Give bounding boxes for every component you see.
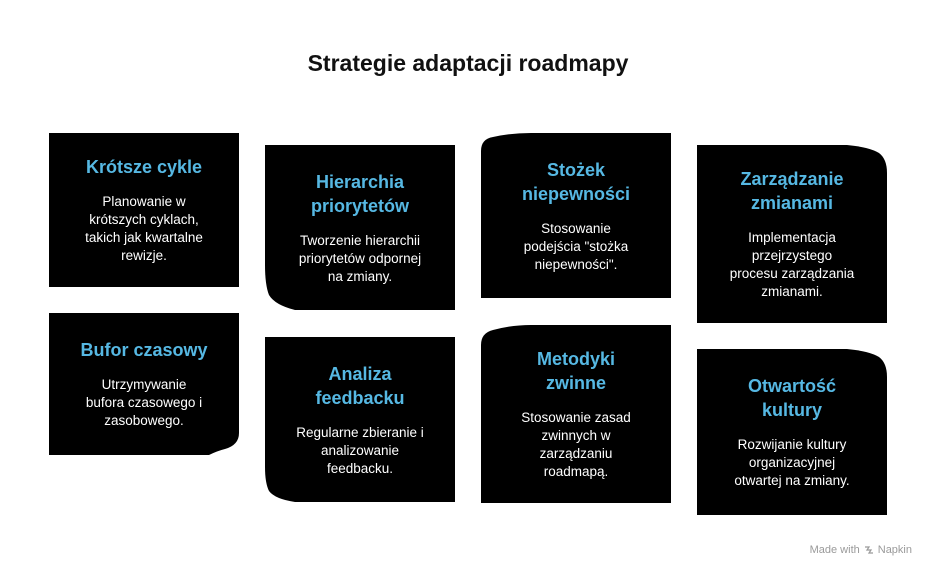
card-description: Stosowanie zasad zwinnych w zarządzaniu … <box>521 410 631 479</box>
card-background <box>697 349 887 515</box>
card-hierarchia-priorytetow: Hierarchia priorytetów Tworzenie hierarc… <box>265 145 455 310</box>
card-heading: Zarządzanie zmianami <box>740 169 844 213</box>
page-title: Strategie adaptacji roadmapy <box>307 50 629 76</box>
card-bufor-czasowy: Bufor czasowy Utrzymywanie bufora czasow… <box>49 313 239 455</box>
card-background <box>697 145 887 323</box>
napkin-logo-icon <box>864 546 873 554</box>
card-metodyki-zwinne: Metodyki zwinne Stosowanie zasad zwinnyc… <box>481 325 671 503</box>
watermark[interactable]: Made with Napkin <box>810 544 912 556</box>
card-heading: Analiza feedbacku <box>315 363 405 408</box>
card-krotsze-cykle: Krótsze cykle Planowanie w krótszych cyk… <box>49 133 239 287</box>
card-zarzadzanie-zmianami: Zarządzanie zmianami Implementacja przej… <box>697 145 887 323</box>
card-otwartosc-kultury: Otwartość kultury Rozwijanie kultury org… <box>697 349 887 515</box>
card-heading: Bufor czasowy <box>80 340 208 360</box>
card-background <box>481 133 671 298</box>
watermark-brand: Napkin <box>877 544 912 556</box>
card-heading: Stożek niepewności <box>521 159 631 204</box>
card-background <box>49 313 239 455</box>
card-background <box>265 337 455 502</box>
card-description: Stosowanie podejścia "stożka niepewności… <box>523 220 629 272</box>
card-background <box>265 145 455 310</box>
card-heading: Metodyki zwinne <box>536 349 615 393</box>
card-description: Tworzenie hierarchii priorytetów odporne… <box>298 232 422 284</box>
card-description: Rozwijanie kultury organizacyjnej otwart… <box>734 437 850 488</box>
card-heading: Hierarchia priorytetów <box>310 171 409 216</box>
card-heading: Krótsze cykle <box>85 157 203 177</box>
card-background <box>481 325 671 503</box>
watermark-prefix: Made with <box>809 544 860 556</box>
card-analiza-feedbacku: Analiza feedbacku Regularne zbieranie i … <box>265 337 455 502</box>
card-description: Regularne zbieranie i analizowanie feedb… <box>296 424 424 476</box>
card-stozek-niepewnosci: Stożek niepewności Stosowanie podejścia … <box>481 133 671 298</box>
card-description: Utrzymywanie bufora czasowego i zasobowe… <box>85 377 203 428</box>
card-description: Planowanie w krótszych cyklach, takich j… <box>85 194 203 263</box>
card-heading: Otwartość kultury <box>747 376 837 420</box>
card-background <box>49 133 239 287</box>
card-description: Implementacja przejrzystego procesu zarz… <box>729 230 855 299</box>
